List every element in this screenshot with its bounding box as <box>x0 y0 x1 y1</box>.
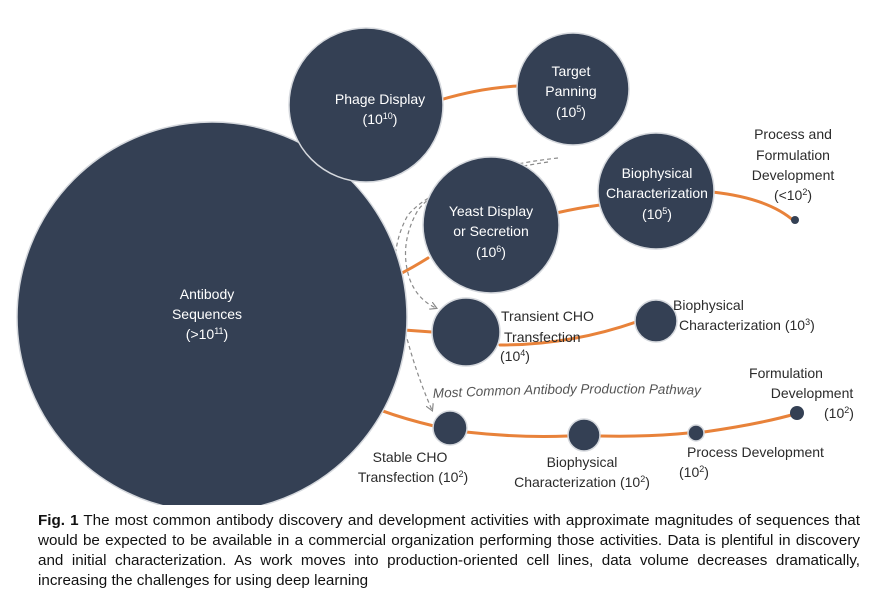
svg-text:Characterization (102): Characterization (102) <box>514 474 650 490</box>
svg-text:Formulation: Formulation <box>749 365 823 381</box>
svg-text:Process and: Process and <box>754 126 832 142</box>
node-process-development <box>687 424 705 442</box>
node-transient-cho <box>431 297 501 367</box>
nodes <box>16 27 804 505</box>
transient-cho-label: Transient CHO Transfection (104) <box>500 308 594 364</box>
svg-text:Phage Display: Phage Display <box>335 91 425 107</box>
svg-text:Panning: Panning <box>545 83 596 99</box>
link-stable-biophys3 <box>464 430 570 438</box>
svg-text:Yeast Display: Yeast Display <box>449 203 533 219</box>
svg-text:Formulation: Formulation <box>756 147 830 163</box>
node-yeast-display <box>422 156 560 294</box>
stable-cho-label: Stable CHO Transfection (102) <box>358 449 468 485</box>
svg-text:Sequences: Sequences <box>172 306 242 322</box>
svg-text:(>1011): (>1011) <box>186 326 228 342</box>
biophysical-3-label: Biophysical Characterization (102) <box>514 454 650 490</box>
svg-text:Target: Target <box>552 63 591 79</box>
figure-caption: Fig. 1 The most common antibody discover… <box>38 511 860 591</box>
link-processdev-formulation <box>702 412 797 434</box>
svg-text:(104): (104) <box>500 348 530 364</box>
svg-text:(102): (102) <box>824 405 854 421</box>
svg-text:(<102): (<102) <box>774 187 812 203</box>
svg-text:Development: Development <box>752 167 835 183</box>
svg-text:Characterization (103): Characterization (103) <box>679 317 815 333</box>
biophysical-2-label: Biophysical Characterization (103) <box>673 297 815 333</box>
node-biophysical-2 <box>634 299 678 343</box>
target-panning-label: Target Panning (105) <box>545 63 596 120</box>
node-antibody-sequences <box>16 121 408 505</box>
formulation-label: Formulation Development (102) <box>749 365 854 421</box>
caption-text: The most common antibody discovery and d… <box>38 512 860 589</box>
link-yeast-biophys1 <box>554 203 602 215</box>
node-biophysical-3 <box>567 418 601 452</box>
svg-text:Antibody: Antibody <box>180 286 234 302</box>
svg-text:Characterization: Characterization <box>606 185 708 201</box>
link-biophys3-processdev <box>598 431 690 438</box>
pathway-label: Most Common Antibody Production Pathway <box>432 381 702 401</box>
svg-text:Biophysical: Biophysical <box>622 165 693 181</box>
svg-text:Biophysical: Biophysical <box>547 454 618 470</box>
node-process-formulation-dot <box>791 216 799 224</box>
svg-text:(1010): (1010) <box>363 111 398 127</box>
node-biophysical-1 <box>597 132 715 250</box>
phage-display-label: Phage Display (1010) <box>335 91 425 127</box>
svg-text:(105): (105) <box>556 104 586 120</box>
link-antibody-transient <box>402 328 434 334</box>
antibody-label: Antibody Sequences (>1011) <box>172 286 242 342</box>
process-development-label: Process Development (102) <box>679 444 824 480</box>
connector-lines <box>306 84 797 438</box>
svg-text:(106): (106) <box>476 244 506 260</box>
svg-text:(102): (102) <box>679 464 709 480</box>
antibody-pipeline-diagram: Antibody Sequences (>1011) Phage Display… <box>16 27 854 505</box>
link-phage-target <box>438 84 520 102</box>
svg-text:or Secretion: or Secretion <box>453 223 528 239</box>
svg-text:(105): (105) <box>642 206 672 222</box>
link-transient-biophys2 <box>498 320 638 347</box>
biophysical-1-label: Biophysical Characterization (105) <box>606 165 708 222</box>
node-target-panning <box>516 32 630 146</box>
node-formulation-dot <box>790 406 804 420</box>
svg-text:Biophysical: Biophysical <box>673 297 744 313</box>
svg-text:Development: Development <box>771 385 854 401</box>
process-formulation-label: Process and Formulation Development (<10… <box>752 126 835 203</box>
svg-text:Process Development: Process Development <box>687 444 824 460</box>
svg-text:Transient CHO: Transient CHO <box>501 308 594 324</box>
link-biophys1-processform <box>710 190 796 223</box>
dashed-guide-2 <box>394 161 549 410</box>
node-phage-display <box>288 27 444 183</box>
svg-text:Transfection (102): Transfection (102) <box>358 469 468 485</box>
yeast-display-label: Yeast Display or Secretion (106) <box>449 203 533 260</box>
figure-label: Fig. 1 <box>38 512 79 529</box>
svg-text:Stable CHO: Stable CHO <box>373 449 448 465</box>
svg-text:Transfection: Transfection <box>504 329 581 345</box>
node-stable-cho <box>432 410 468 446</box>
